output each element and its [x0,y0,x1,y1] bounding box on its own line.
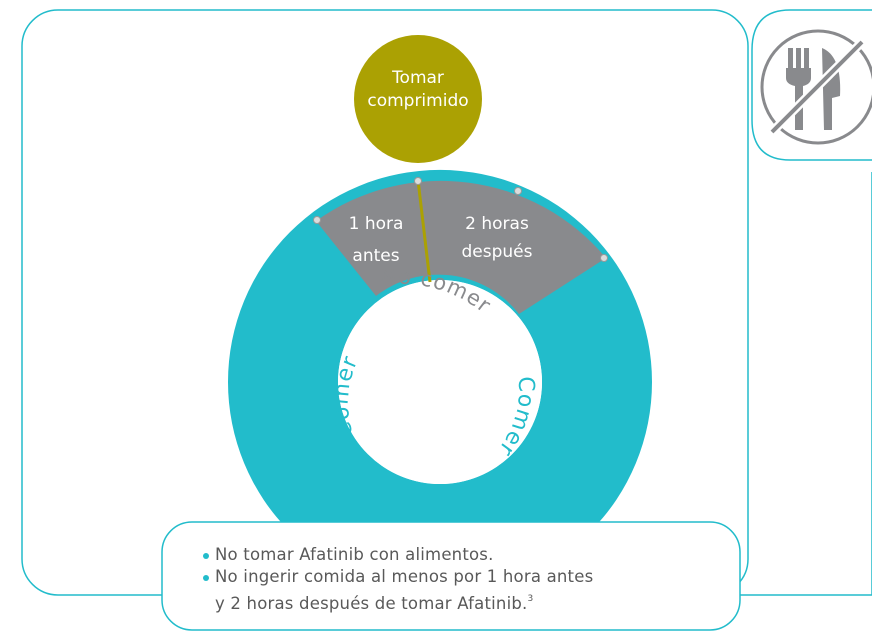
note-text: No ingerir comida al menos por 1 hora an… [215,567,594,586]
before-label-line1: 1 hora [349,214,404,234]
take-pill-marker: Tomar comprimido [354,35,482,283]
reference-superscript: 3 [527,594,534,604]
sector-markers [313,177,608,262]
notes-box: No tomar Afatinib con alimentos. No inge… [162,522,740,630]
note-text: No tomar Afatinib con alimentos. [215,545,494,564]
no-fork-knife-icon [760,29,872,145]
note-continuation: y 2 horas después de tomar Afatinib.3 [202,588,593,615]
ring-center [338,280,542,484]
note-item: No ingerir comida al menos por 1 hora an… [202,566,593,588]
notes-callout [161,521,741,631]
after-label-line2: después [462,242,533,262]
note-text: y 2 horas después de tomar Afatinib. [215,594,528,613]
notes-list: No tomar Afatinib con alimentos. No inge… [202,544,593,615]
pill-label-line1: Tomar [391,68,444,88]
note-item: No tomar Afatinib con alimentos. [202,544,593,566]
pill-label-line2: comprimido [367,91,468,111]
no-comer-sector [316,180,606,314]
before-label-line2: antes [352,246,399,266]
after-label-line1: 2 horas [465,214,529,234]
